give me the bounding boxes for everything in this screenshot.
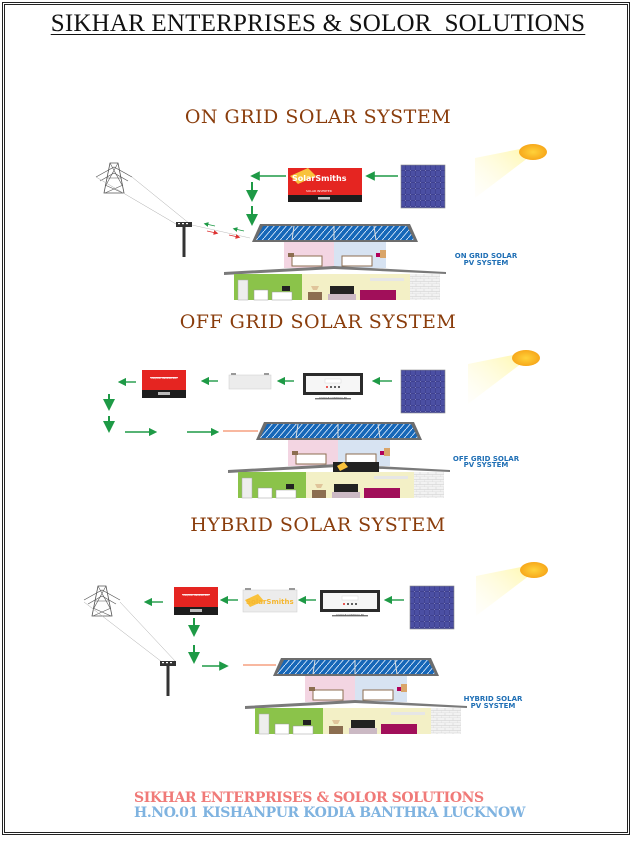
- pv-system-label: PV SYSTEM: [471, 702, 516, 710]
- pv-system-label: PV SYSTEM: [464, 461, 509, 469]
- inverter-brand: SolarSmiths: [292, 174, 347, 183]
- page-title: SIKHAR ENTERPRISES & SOLOR SOLUTIONS: [50, 10, 586, 37]
- controller-caption: CHARGE CONTROLLER: [319, 396, 348, 400]
- power-tower-icon: [95, 162, 133, 194]
- sun-icon: [475, 144, 547, 198]
- sun-icon: [468, 350, 540, 404]
- inverter-caption: SOLAR INVERTER: [306, 189, 332, 193]
- controller-caption: CHARGE CONTROLLER: [336, 613, 365, 617]
- inverter-caption: AC/DC INVERTER: [183, 593, 208, 597]
- pv-system-label: OFF GRID SOLAR: [453, 455, 520, 463]
- footer-address: H.NO.01 KISHANPUR KODIA BANTHRA LUCKNOW: [134, 805, 526, 821]
- ac-dc-inverter-icon: [142, 370, 186, 398]
- ac-dc-inverter-icon: [174, 587, 218, 615]
- house-illustration: [223, 223, 447, 301]
- tv-icon: [333, 462, 379, 472]
- solar-panel-icon: [400, 164, 446, 209]
- section-heading-off-grid: OFF GRID SOLAR SYSTEM: [179, 311, 457, 333]
- on-grid-diagram: SolarSmiths SOLAR INVERTER ON GRID SOLAR…: [95, 144, 547, 301]
- battery-icon: SolarSmiths: [242, 588, 298, 613]
- battery-icon: [228, 373, 272, 390]
- solar-inverter-icon: SolarSmiths SOLAR INVERTER: [288, 168, 362, 202]
- off-grid-diagram: CHARGE CONTROLLER AC/DC INVERTER OFF GRI…: [103, 350, 540, 499]
- section-heading-hybrid: HYBRID SOLAR SYSTEM: [190, 514, 446, 536]
- page-border: [2, 2, 630, 835]
- inverter-caption: AC/DC INVERTER: [151, 376, 176, 380]
- house-illustration: [244, 657, 468, 735]
- hybrid-diagram: CHARGE CONTROLLER SolarSmiths AC/DC INVE…: [83, 562, 548, 735]
- pv-system-label: ON GRID SOLAR: [455, 252, 518, 260]
- section-heading-on-grid: ON GRID SOLAR SYSTEM: [184, 106, 452, 128]
- utility-pole-icon: [176, 222, 192, 257]
- solar-panel-icon: [400, 369, 446, 414]
- battery-brand: SolarSmiths: [246, 598, 294, 606]
- solar-panel-icon: [409, 585, 455, 630]
- charge-controller-icon: [319, 589, 381, 617]
- utility-pole-icon: [160, 661, 176, 696]
- charge-controller-icon: [302, 372, 364, 400]
- footer-company-name: SIKHAR ENTERPRISES & SOLOR SOLUTIONS: [134, 790, 484, 806]
- pv-system-label: PV SYSTEM: [464, 259, 509, 267]
- house-illustration: [227, 421, 451, 499]
- sun-icon: [476, 562, 548, 616]
- power-tower-icon: [83, 585, 121, 617]
- pv-system-label: HYBRID SOLAR: [464, 695, 523, 703]
